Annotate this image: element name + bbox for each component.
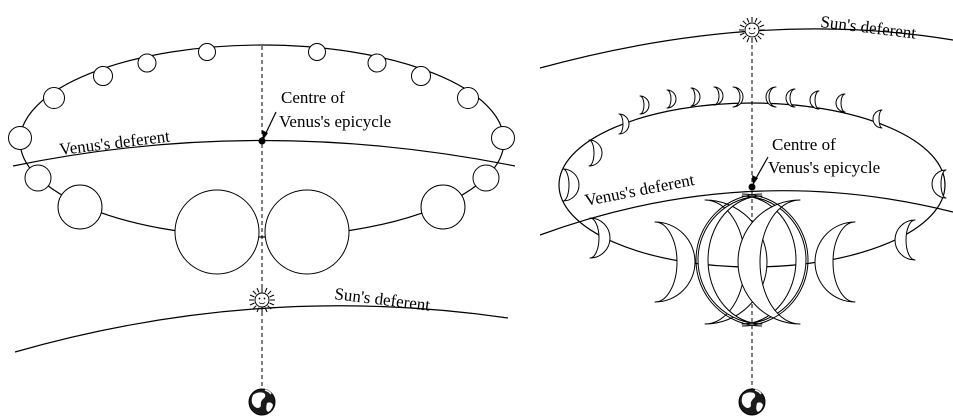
right-epicycle-centre-dot bbox=[749, 184, 756, 191]
venus-disc bbox=[421, 185, 465, 229]
venus-disc bbox=[175, 190, 259, 274]
venus-phase-icon bbox=[640, 96, 649, 114]
right-centre-label-line1: Centre of bbox=[772, 135, 836, 154]
venus-phase-icon bbox=[733, 87, 743, 107]
right-centre-pointer bbox=[755, 157, 768, 180]
venus-disc bbox=[458, 88, 479, 109]
right-centre-label-line2: Venus's epicycle bbox=[768, 158, 880, 177]
venus-disc bbox=[412, 67, 431, 86]
venus-disc bbox=[473, 165, 499, 191]
venus-phase-icon bbox=[655, 222, 695, 302]
venus-disc bbox=[9, 127, 32, 150]
venus-phase-icon bbox=[691, 88, 700, 106]
venus-disc bbox=[138, 54, 156, 72]
venus-phase-icon bbox=[815, 222, 855, 302]
right-sun-deferent-label: Sun's deferent bbox=[820, 12, 918, 43]
venus-phase-icon bbox=[667, 90, 676, 108]
venus-phase-icon bbox=[836, 94, 845, 112]
venus-phase-icon bbox=[589, 140, 602, 166]
sun-icon bbox=[739, 17, 765, 43]
venus-phase-icon bbox=[563, 169, 579, 201]
earth-icon bbox=[249, 389, 275, 415]
venus-phase-icon bbox=[873, 110, 882, 128]
right-venus-deferent-label: Venus's deferent bbox=[583, 170, 696, 210]
venus-disc bbox=[368, 54, 386, 72]
left-sun-deferent-label: Sun's deferent bbox=[334, 284, 432, 315]
left-centre-pointer bbox=[265, 112, 276, 135]
left-centre-label-line2: Venus's epicycle bbox=[279, 112, 391, 131]
earth-icon bbox=[739, 389, 765, 415]
right-venus-phases bbox=[563, 87, 946, 326]
venus-disc bbox=[25, 165, 51, 191]
venus-phase-icon bbox=[590, 218, 610, 258]
left-epicycle-centre-dot bbox=[259, 138, 266, 145]
venus-disc bbox=[199, 44, 216, 61]
venus-phase-icon bbox=[810, 91, 819, 109]
venus-phase-icon bbox=[619, 114, 629, 134]
venus-disc bbox=[492, 127, 515, 150]
venus-disc bbox=[309, 44, 326, 61]
venus-disc bbox=[265, 190, 349, 274]
right-panel: Centre of Venus's epicycle Venus's defer… bbox=[540, 12, 953, 415]
left-panel: Centre of Venus's epicycle Venus's defer… bbox=[9, 44, 516, 416]
venus-disc bbox=[58, 185, 102, 229]
left-centre-label-line1: Centre of bbox=[281, 88, 345, 107]
venus-disc bbox=[94, 67, 113, 86]
venus-disc bbox=[44, 88, 65, 109]
left-venus-deferent-label: Venus's deferent bbox=[58, 127, 171, 159]
venus-phase-icon bbox=[714, 87, 723, 105]
venus-phase-icon bbox=[895, 220, 915, 260]
sun-icon bbox=[249, 287, 275, 313]
